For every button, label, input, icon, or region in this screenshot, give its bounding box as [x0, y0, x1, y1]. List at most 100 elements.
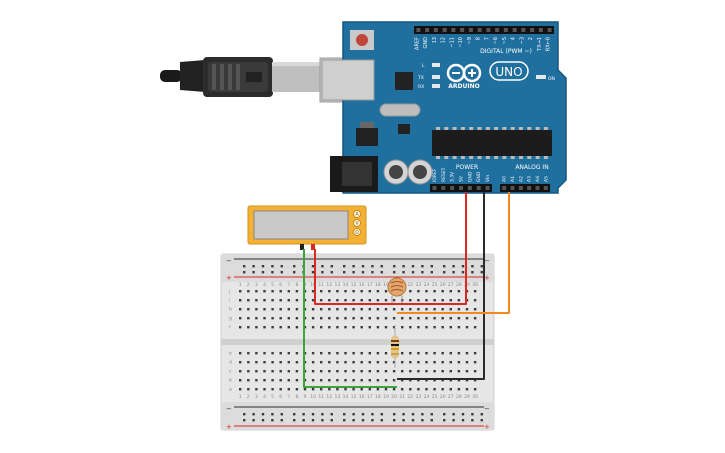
- digital-pin-hole[interactable]: [468, 28, 473, 32]
- terminal-hole[interactable]: [441, 326, 444, 329]
- terminal-hole[interactable]: [441, 379, 444, 382]
- terminal-hole[interactable]: [433, 326, 436, 329]
- terminal-hole[interactable]: [360, 317, 363, 320]
- terminal-hole[interactable]: [401, 317, 404, 320]
- terminal-hole[interactable]: [239, 352, 242, 355]
- terminal-hole[interactable]: [473, 352, 477, 355]
- terminal-hole[interactable]: [352, 317, 355, 320]
- terminal-hole[interactable]: [409, 299, 412, 302]
- terminal-hole[interactable]: [336, 361, 339, 364]
- terminal-hole[interactable]: [368, 370, 371, 373]
- terminal-hole[interactable]: [344, 379, 347, 382]
- terminal-hole[interactable]: [247, 388, 250, 391]
- rail-hole[interactable]: [480, 413, 483, 416]
- rail-hole[interactable]: [402, 265, 405, 268]
- terminal-hole[interactable]: [311, 290, 315, 293]
- probe-black[interactable]: [300, 244, 304, 250]
- terminal-hole[interactable]: [295, 326, 299, 329]
- rail-hole[interactable]: [271, 265, 274, 268]
- terminal-hole[interactable]: [457, 370, 461, 373]
- wire-black-gnd[interactable]: [397, 192, 485, 380]
- probe-red[interactable]: [311, 244, 315, 250]
- terminal-hole[interactable]: [392, 299, 396, 302]
- terminal-hole[interactable]: [295, 299, 299, 302]
- terminal-hole[interactable]: [384, 308, 388, 311]
- terminal-hole[interactable]: [441, 370, 444, 373]
- terminal-hole[interactable]: [271, 361, 274, 364]
- terminal-hole[interactable]: [409, 352, 412, 355]
- rail-hole[interactable]: [461, 271, 465, 274]
- terminal-hole[interactable]: [473, 326, 477, 329]
- terminal-hole[interactable]: [360, 370, 363, 373]
- terminal-hole[interactable]: [239, 308, 242, 311]
- terminal-hole[interactable]: [368, 299, 371, 302]
- analog-pin-hole[interactable]: [502, 186, 507, 190]
- rail-hole[interactable]: [271, 271, 274, 274]
- rail-hole[interactable]: [311, 413, 315, 416]
- terminal-hole[interactable]: [392, 326, 396, 329]
- terminal-hole[interactable]: [239, 299, 242, 302]
- terminal-hole[interactable]: [425, 299, 428, 302]
- terminal-hole[interactable]: [384, 379, 388, 382]
- terminal-hole[interactable]: [384, 388, 388, 391]
- terminal-hole[interactable]: [409, 379, 412, 382]
- terminal-hole[interactable]: [368, 361, 371, 364]
- terminal-hole[interactable]: [360, 299, 363, 302]
- terminal-hole[interactable]: [255, 352, 258, 355]
- terminal-hole[interactable]: [311, 352, 315, 355]
- rail-hole[interactable]: [261, 265, 265, 268]
- terminal-hole[interactable]: [360, 290, 363, 293]
- rail-hole[interactable]: [402, 271, 405, 274]
- rail-hole[interactable]: [380, 419, 383, 422]
- terminal-hole[interactable]: [247, 326, 250, 329]
- terminal-hole[interactable]: [352, 379, 355, 382]
- terminal-hole[interactable]: [295, 352, 299, 355]
- terminal-hole[interactable]: [401, 308, 404, 311]
- rail-hole[interactable]: [343, 265, 346, 268]
- terminal-hole[interactable]: [287, 326, 290, 329]
- terminal-hole[interactable]: [328, 299, 331, 302]
- terminal-hole[interactable]: [425, 361, 428, 364]
- terminal-hole[interactable]: [255, 326, 258, 329]
- terminal-hole[interactable]: [417, 352, 420, 355]
- terminal-hole[interactable]: [344, 308, 347, 311]
- terminal-hole[interactable]: [401, 370, 404, 373]
- terminal-hole[interactable]: [344, 370, 347, 373]
- rail-hole[interactable]: [261, 413, 265, 416]
- terminal-hole[interactable]: [311, 317, 315, 320]
- terminal-hole[interactable]: [247, 290, 250, 293]
- terminal-hole[interactable]: [449, 326, 452, 329]
- terminal-hole[interactable]: [287, 370, 290, 373]
- rail-hole[interactable]: [293, 419, 296, 422]
- terminal-hole[interactable]: [368, 388, 371, 391]
- terminal-hole[interactable]: [344, 352, 347, 355]
- terminal-hole[interactable]: [457, 352, 461, 355]
- terminal-hole[interactable]: [311, 299, 315, 302]
- power-pin-hole[interactable]: [441, 186, 446, 190]
- terminal-hole[interactable]: [425, 308, 428, 311]
- terminal-hole[interactable]: [311, 308, 315, 311]
- terminal-hole[interactable]: [247, 361, 250, 364]
- rail-hole[interactable]: [452, 265, 455, 268]
- digital-pin-hole[interactable]: [495, 28, 500, 32]
- terminal-hole[interactable]: [409, 370, 412, 373]
- digital-pin-hole[interactable]: [433, 28, 438, 32]
- terminal-hole[interactable]: [295, 317, 299, 320]
- terminal-hole[interactable]: [376, 370, 380, 373]
- terminal-hole[interactable]: [473, 299, 477, 302]
- analog-pin-hole[interactable]: [518, 186, 523, 190]
- rail-hole[interactable]: [452, 419, 455, 422]
- terminal-hole[interactable]: [239, 361, 242, 364]
- terminal-hole[interactable]: [425, 326, 428, 329]
- rail-hole[interactable]: [411, 419, 415, 422]
- terminal-hole[interactable]: [401, 352, 404, 355]
- terminal-hole[interactable]: [352, 361, 355, 364]
- terminal-hole[interactable]: [295, 388, 299, 391]
- terminal-hole[interactable]: [263, 326, 266, 329]
- terminal-hole[interactable]: [441, 317, 444, 320]
- terminal-hole[interactable]: [295, 290, 299, 293]
- terminal-hole[interactable]: [368, 308, 371, 311]
- terminal-hole[interactable]: [287, 388, 290, 391]
- terminal-hole[interactable]: [449, 299, 452, 302]
- terminal-hole[interactable]: [279, 352, 282, 355]
